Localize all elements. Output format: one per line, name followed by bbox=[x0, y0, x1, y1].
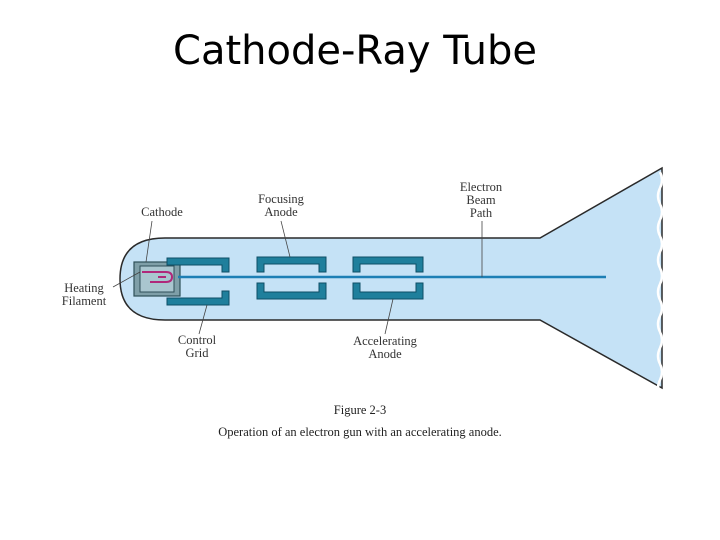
control-grid-bottom bbox=[166, 290, 230, 306]
accelerating-anode-bottom bbox=[352, 282, 424, 300]
figure-number: Figure 2-3 bbox=[334, 403, 386, 417]
label-heating-filament-line1: Heating bbox=[64, 281, 104, 295]
label-focusing-anode-line2: Anode bbox=[264, 205, 298, 219]
label-control-grid-line1: Control bbox=[178, 333, 217, 347]
slide-title: Cathode-Ray Tube bbox=[173, 28, 537, 74]
label-heating-filament-line2: Filament bbox=[62, 294, 107, 308]
figure-caption: Operation of an electron gun with an acc… bbox=[218, 425, 502, 439]
label-accelerating-anode-line2: Anode bbox=[368, 347, 402, 361]
focusing-anode-top bbox=[256, 256, 327, 273]
focusing-anode-bottom bbox=[256, 282, 327, 300]
control-grid-top bbox=[166, 257, 230, 273]
label-beam-path-line1: Electron bbox=[460, 180, 503, 194]
label-control-grid-line2: Grid bbox=[186, 346, 210, 360]
label-beam-path-line2: Beam bbox=[466, 193, 495, 207]
focusing-anode-leader bbox=[280, 220, 291, 258]
screen-edge bbox=[656, 171, 664, 397]
control-grid-leader bbox=[198, 304, 208, 335]
cathode-leader bbox=[145, 220, 153, 263]
heating-filament-leader bbox=[112, 271, 141, 288]
cathode-inner bbox=[139, 265, 175, 293]
label-accelerating-anode-line1: Accelerating bbox=[353, 334, 418, 348]
label-cathode: Cathode bbox=[141, 205, 183, 219]
accelerating-anode-top bbox=[352, 256, 424, 273]
label-beam-path-line3: Path bbox=[470, 206, 493, 220]
label-focusing-anode-line1: Focusing bbox=[258, 192, 305, 206]
accelerating-anode-leader bbox=[384, 298, 394, 335]
heating-filament bbox=[142, 271, 174, 283]
